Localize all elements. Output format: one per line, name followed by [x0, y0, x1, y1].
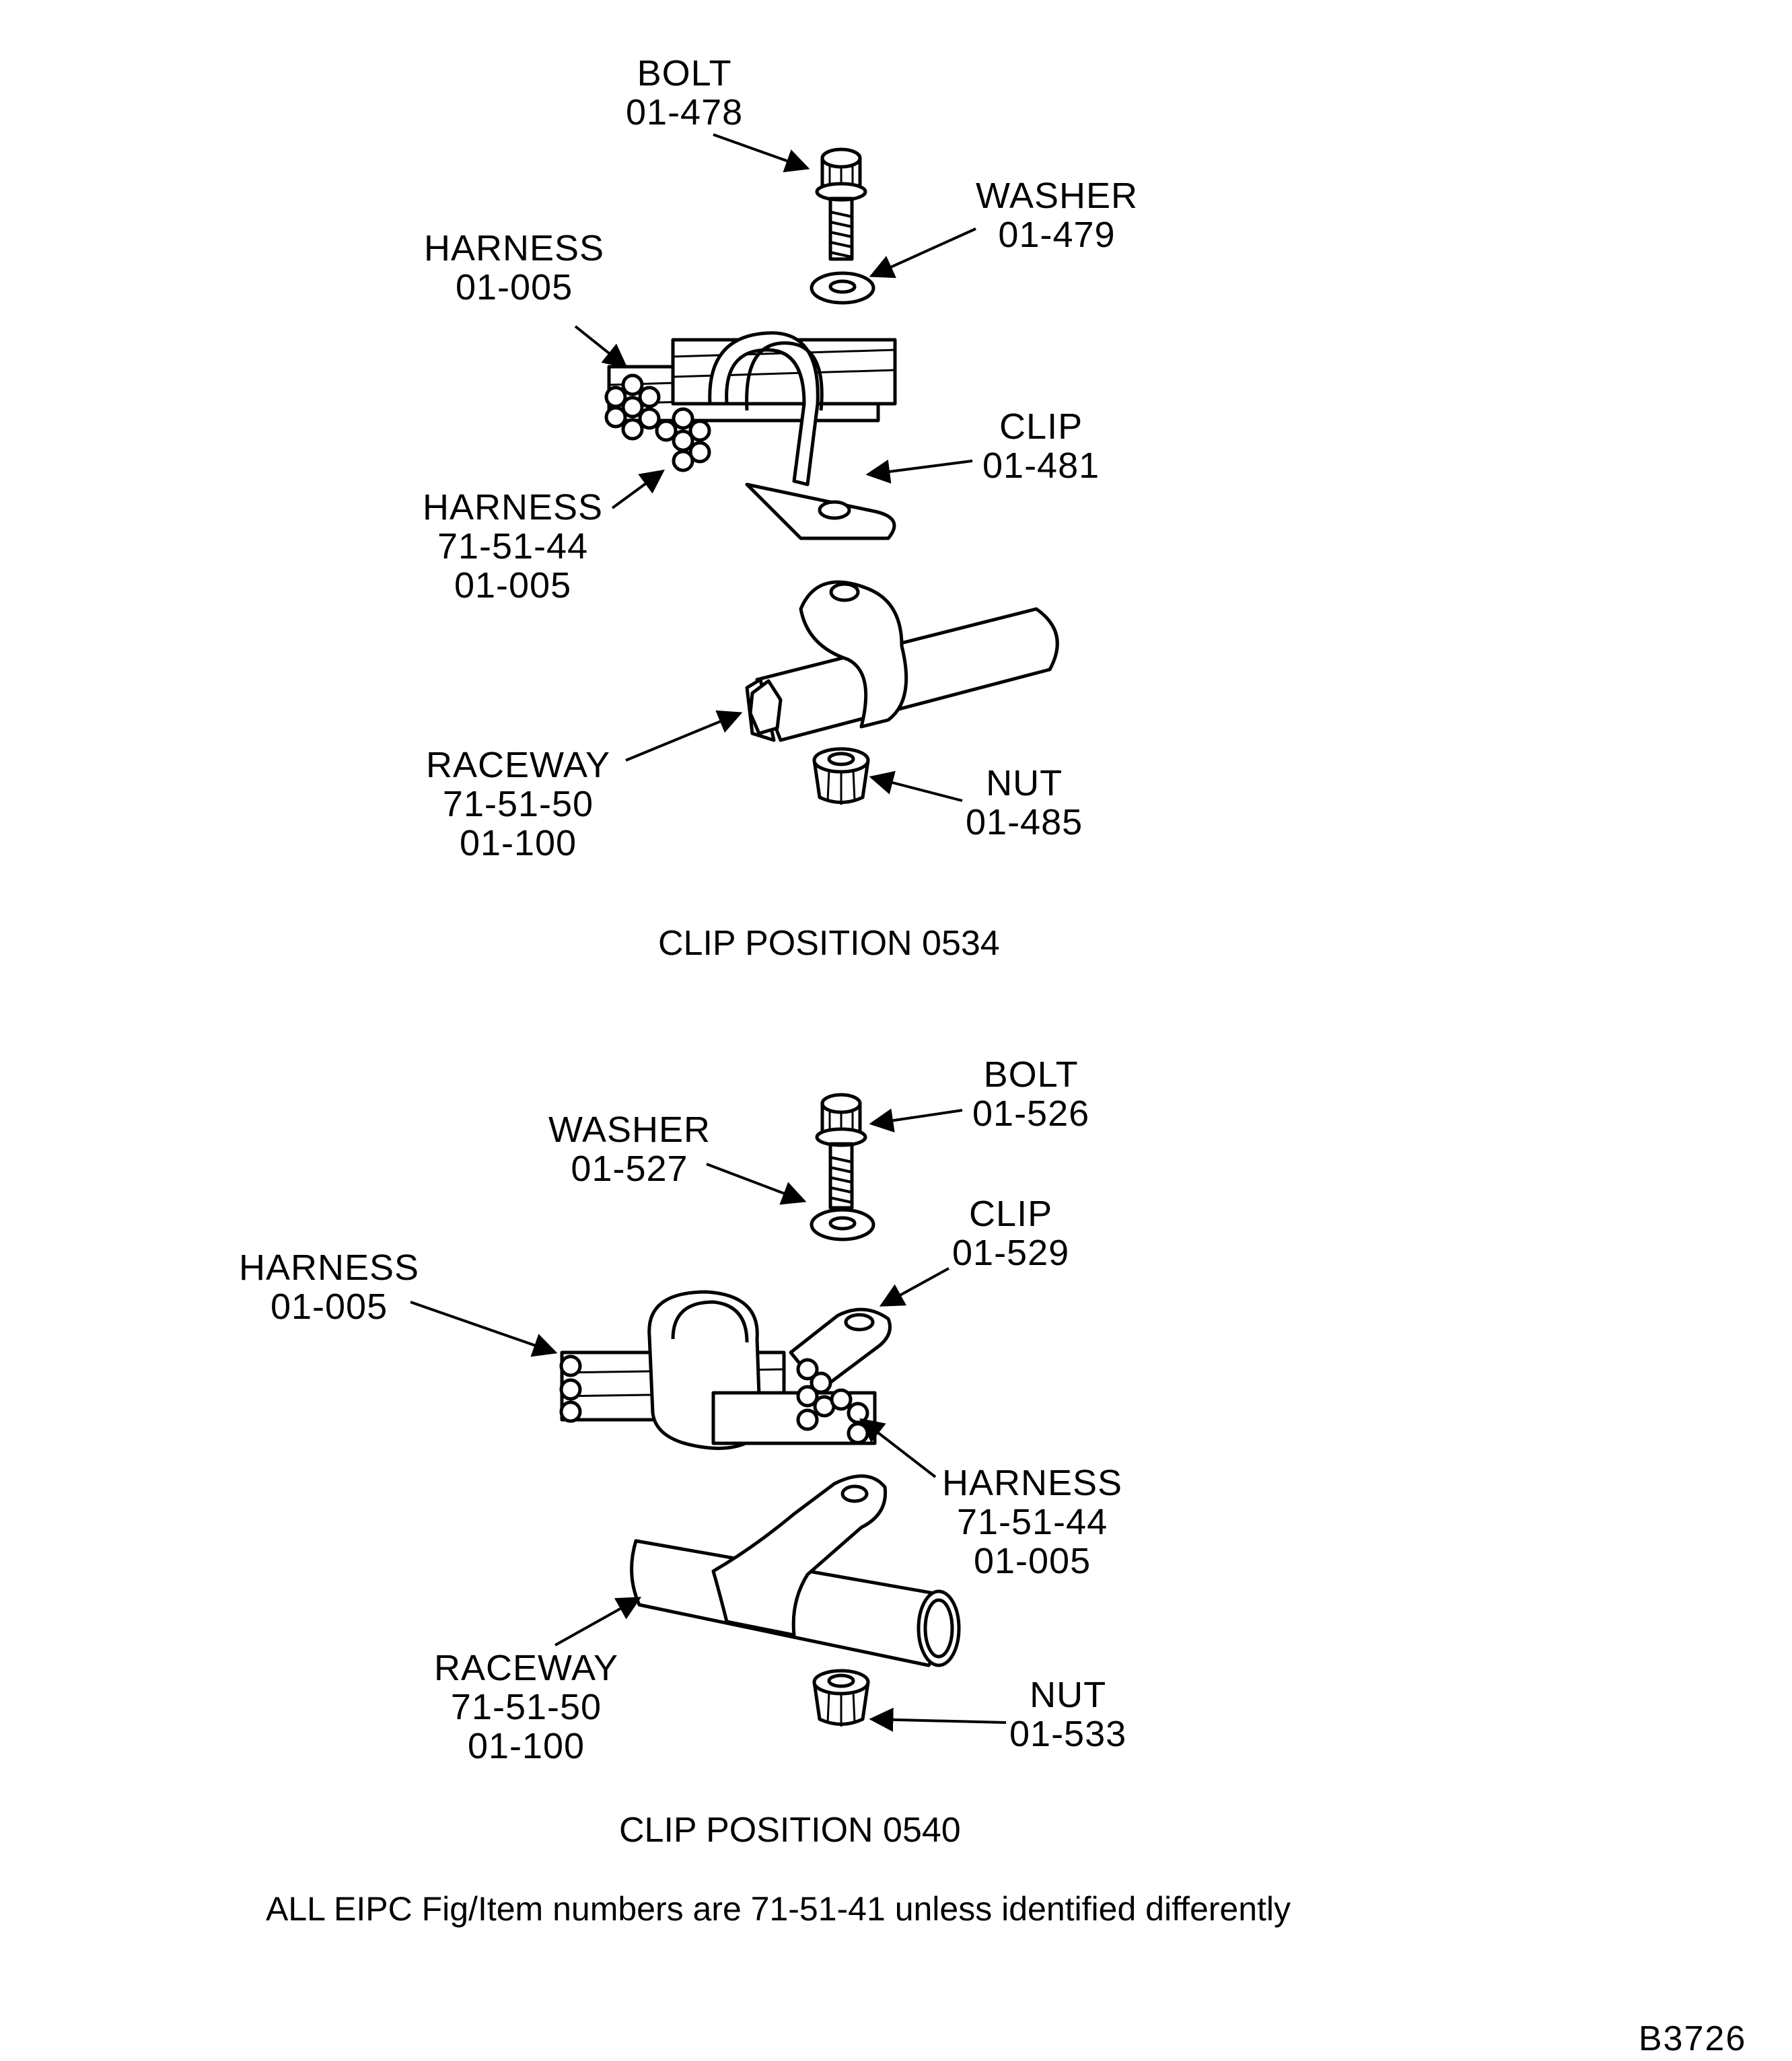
label-line: HARNESS [239, 1248, 420, 1288]
label-line: 01-100 [467, 1726, 585, 1766]
label-bolt-01-526: BOLT 01-526 [972, 1055, 1089, 1133]
label-line: 01-479 [998, 215, 1116, 255]
label-washer-01-479: WASHER 01-479 [976, 176, 1138, 254]
label-line: BOLT [637, 53, 732, 94]
harness-71-51-44-fig2-icon [711, 1358, 877, 1445]
label-harness-01-005-fig2: HARNESS 01-005 [239, 1248, 419, 1326]
label-line: 01-529 [952, 1233, 1070, 1273]
label-line: 01-527 [571, 1149, 688, 1189]
label-clip-01-529: CLIP 01-529 [952, 1194, 1069, 1272]
raceway-71-51-50-icon [745, 580, 1059, 742]
label-line: WASHER [976, 176, 1139, 216]
label-line: NUT [1030, 1675, 1107, 1715]
label-line: 01-005 [973, 1541, 1091, 1581]
label-line: BOLT [983, 1054, 1079, 1095]
label-line: 01-005 [270, 1287, 388, 1327]
label-line: 71-51-50 [450, 1687, 602, 1727]
label-line: CLIP [999, 406, 1083, 447]
label-line: NUT [986, 763, 1063, 803]
footer-note: ALL EIPC Fig/Item numbers are 71-51-41 u… [266, 1890, 1291, 1928]
clip-01-481-icon [708, 331, 896, 540]
label-washer-01-527: WASHER 01-527 [548, 1110, 711, 1188]
label-line: RACEWAY [434, 1648, 619, 1688]
leader-lines [410, 133, 1007, 1732]
label-nut-01-533: NUT 01-533 [1009, 1675, 1126, 1753]
label-line: 01-005 [454, 565, 572, 606]
drawing-code: B3726 [1639, 2019, 1747, 2058]
bolt-01-478-icon [815, 147, 867, 261]
label-harness-01-005: HARNESS 01-005 [424, 229, 604, 307]
label-line: HARNESS [423, 487, 604, 528]
label-harness-71-51-44-fig2: HARNESS 71-51-44 01-005 [942, 1463, 1122, 1581]
figure-title-0534: CLIP POSITION 0534 [658, 924, 1000, 963]
label-harness-71-51-44: HARNESS 71-51-44 01-005 [423, 488, 603, 605]
label-line: WASHER [548, 1110, 711, 1150]
raceway-71-51-50-fig2-icon [630, 1474, 961, 1667]
label-line: CLIP [969, 1194, 1053, 1234]
label-line: 01-100 [459, 823, 577, 863]
label-line: 01-005 [455, 267, 573, 308]
bolt-01-526-icon [815, 1093, 867, 1210]
label-clip-01-481: CLIP 01-481 [982, 407, 1100, 485]
label-line: 01-485 [966, 802, 1083, 842]
label-line: 01-481 [982, 445, 1100, 486]
label-line: HARNESS [942, 1463, 1123, 1503]
label-line: RACEWAY [426, 745, 611, 785]
label-line: 01-478 [626, 92, 744, 133]
washer-01-527-icon [810, 1208, 875, 1241]
label-line: 71-51-44 [437, 526, 589, 567]
washer-01-479-icon [810, 271, 875, 305]
nut-01-485-icon [812, 747, 870, 805]
label-line: 71-51-50 [442, 784, 594, 824]
label-raceway-71-51-50: RACEWAY 71-51-50 01-100 [426, 746, 610, 863]
label-line: 01-533 [1009, 1714, 1127, 1754]
label-nut-01-485: NUT 01-485 [966, 764, 1083, 842]
label-bolt-01-478: BOLT 01-478 [626, 54, 743, 132]
label-raceway-71-51-50-fig2: RACEWAY 71-51-50 01-100 [434, 1649, 618, 1766]
harness-71-51-44-icon [655, 338, 897, 472]
figure-title-0540: CLIP POSITION 0540 [619, 1811, 961, 1850]
label-line: HARNESS [424, 228, 605, 268]
label-line: 71-51-44 [956, 1502, 1108, 1542]
nut-01-533-icon [812, 1669, 870, 1727]
label-line: 01-526 [972, 1093, 1090, 1134]
